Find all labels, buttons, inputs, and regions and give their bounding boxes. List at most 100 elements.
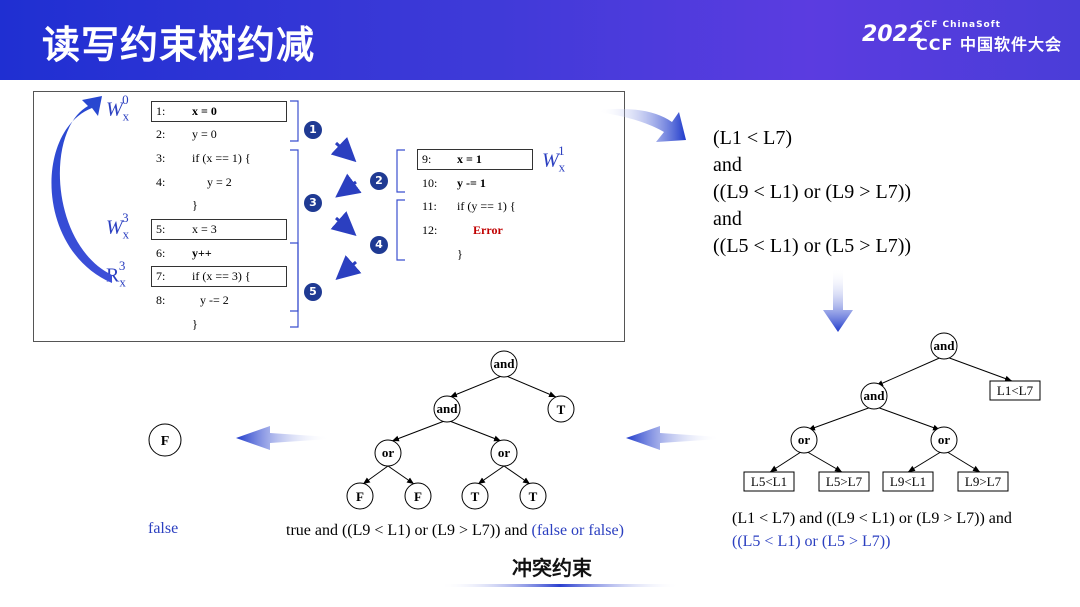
tree-result: F <box>148 423 182 457</box>
line-number: 7: <box>156 269 166 283</box>
caption-original-blue: ((L5 < L1) or (L5 > L7)) <box>732 533 891 550</box>
badge-2: 2 <box>370 172 388 190</box>
tree2-label-t: T <box>557 402 566 417</box>
caption-evaluated-blue: (false or false) <box>531 522 624 539</box>
line-number: 9: <box>422 152 432 166</box>
tree2-label-root: and <box>494 356 516 371</box>
conference-logo: 2022 CCF ChinaSoft CCF 中国软件大会 <box>860 16 1070 68</box>
tree2-node-or1 <box>374 439 402 467</box>
tree1-leaf-3: L9<L1 <box>890 474 926 489</box>
code-line: if (x == 1) { <box>192 151 251 165</box>
badge-1: 1 <box>304 121 322 139</box>
formula-line: ((L5 < L1) or (L5 > L7)) <box>713 235 912 257</box>
tree2-node-t <box>547 395 575 423</box>
code-line: x = 1 <box>457 152 482 166</box>
tree1-leaf-box-4 <box>957 471 1009 492</box>
tree2-leaf-label-2: F <box>414 489 422 504</box>
badge-5: 5 <box>304 283 322 301</box>
line-number: 2: <box>156 127 166 141</box>
arrow-to-formula <box>598 108 686 142</box>
tree1-label-or2: or <box>938 432 951 447</box>
line-number: 8: <box>156 293 166 307</box>
tree1-leaf-1: L5<L1 <box>751 474 787 489</box>
tree1-leaf-4: L9>L7 <box>965 474 1002 489</box>
formula-line: (L1 < L7) <box>713 127 793 149</box>
arrow-down <box>823 268 853 332</box>
tree1-node-root <box>930 332 958 360</box>
error-line: Error <box>473 223 503 237</box>
title-banner: 读写约束树约减 2022 CCF ChinaSoft CCF 中国软件大会 <box>0 0 1080 80</box>
logo-year: 2022 <box>862 22 924 47</box>
tree1-label-or1: or <box>798 432 811 447</box>
highlight-line-9 <box>417 149 533 170</box>
tree1-label-and: and <box>864 388 886 403</box>
label-w-x-0: Wx0 <box>106 92 130 124</box>
formula-line: and <box>713 208 742 230</box>
tree2-node-root <box>490 350 518 378</box>
tree-original-nodes: and and L1<L7 or or L5<L1 L5>L7 L9<L1 L9… <box>743 332 1041 492</box>
highlight-line-5 <box>151 219 287 240</box>
tree1-leaf-box-1 <box>743 471 795 492</box>
tree2-leaf-2 <box>404 482 432 510</box>
brackets <box>290 100 405 328</box>
tree2-leaf-label-3: T <box>471 489 480 504</box>
code-line: if (x == 3) { <box>192 269 251 283</box>
line-number: 1: <box>156 104 166 118</box>
tree1-leaf-box-2 <box>818 471 870 492</box>
code-line: y++ <box>192 246 212 260</box>
tree3-label: F <box>161 434 170 449</box>
code-line: } <box>457 247 463 261</box>
highlight-line-1 <box>151 101 287 122</box>
badge-4: 4 <box>370 236 388 254</box>
tree1-leaf-box-top <box>989 380 1041 401</box>
highlight-line-7 <box>151 266 287 287</box>
caption-evaluated-black: true and ((L9 < L1) or (L9 > L7)) and <box>286 522 532 539</box>
loop-arrow <box>51 96 112 283</box>
tree-evaluated-nodes: and and T or or F F T T <box>346 350 575 510</box>
caption-evaluated: true and ((L9 < L1) or (L9 > L7)) and (f… <box>286 522 624 540</box>
tree2-leaf-label-4: T <box>529 489 538 504</box>
line-number: 12: <box>422 223 438 237</box>
code-line: y -= 2 <box>200 293 229 307</box>
formula-line: and <box>713 154 742 176</box>
tree2-node-and <box>433 395 461 423</box>
logo-org-small: CCF ChinaSoft <box>916 20 1001 30</box>
caption-result: false <box>148 520 179 537</box>
slide-title: 读写约束树约减 <box>42 23 316 67</box>
tree2-label-and: and <box>437 401 459 416</box>
code-line: y = 0 <box>192 127 217 141</box>
tree-original <box>769 355 1013 473</box>
logo-org-big: CCF 中国软件大会 <box>916 35 1062 54</box>
footer-underline <box>440 584 680 587</box>
code-line: x = 0 <box>192 104 217 118</box>
code-line: x = 3 <box>192 222 217 236</box>
tree2-leaf-label-1: F <box>356 489 364 504</box>
line-number: 4: <box>156 175 166 189</box>
tree1-node-and <box>860 382 888 410</box>
tree1-node-or1 <box>790 426 818 454</box>
footer-label: 冲突约束 <box>512 556 592 580</box>
code-line: } <box>192 317 198 331</box>
tree1-label-root: and <box>934 338 956 353</box>
tree2-label-or2: or <box>498 445 511 460</box>
line-number: 5: <box>156 222 166 236</box>
line-number: 3: <box>156 151 166 165</box>
tree2-leaf-4 <box>519 482 547 510</box>
tree-evaluated <box>362 374 557 485</box>
arrow-left-1 <box>626 426 720 450</box>
caption-original-black: (L1 < L7) and ((L9 < L1) or (L9 > L7)) a… <box>732 510 1012 527</box>
tree1-leaf-box-3 <box>882 471 934 492</box>
line-number: 6: <box>156 246 166 260</box>
tree2-leaf-1 <box>346 482 374 510</box>
tree1-node-or2 <box>930 426 958 454</box>
arrow-left-2 <box>236 426 330 450</box>
code-line: y -= 1 <box>457 176 486 190</box>
code-line: y = 2 <box>207 175 232 189</box>
line-number: 10: <box>422 176 438 190</box>
line-number: 11: <box>422 199 437 213</box>
label-w-x-3: Wx3 <box>106 210 130 242</box>
code-line: if (y == 1) { <box>457 199 516 213</box>
code-line: } <box>192 198 198 212</box>
step-arrows <box>330 136 362 280</box>
